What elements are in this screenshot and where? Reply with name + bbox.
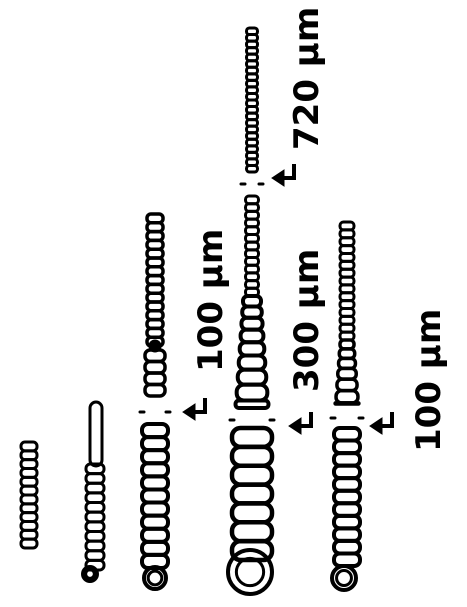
- cell: [229, 482, 275, 506]
- label-720um: 720 µm: [287, 7, 327, 150]
- filament-3-upper: [145, 212, 165, 348]
- filament-2-body: [84, 462, 106, 572]
- filament-5-upper: [338, 220, 356, 342]
- filament-5-taper: [333, 338, 361, 406]
- cell: [236, 353, 268, 372]
- filament-2-heterocyst: [81, 565, 99, 583]
- filament-5-heterocyst: [330, 564, 358, 592]
- filament-4-top: [245, 26, 259, 174]
- cell: [229, 501, 275, 525]
- cell: [143, 382, 167, 398]
- cell: [332, 551, 362, 568]
- filament-4-lower: [229, 425, 275, 563]
- cell: [229, 463, 275, 487]
- cell: [334, 388, 360, 405]
- filament-4-upper: [244, 194, 260, 298]
- cell: [229, 520, 275, 544]
- filament-1: [19, 440, 39, 550]
- filament-5-lower: [332, 426, 362, 568]
- filament-4-heterocyst: [226, 548, 274, 596]
- cell: [233, 398, 271, 411]
- filament-3-middle: [143, 348, 167, 398]
- arrow-300um: [288, 412, 313, 435]
- label-300um: 300 µm: [287, 249, 327, 392]
- filament-3-heterocyst: [142, 565, 168, 591]
- filament-2-tip: [88, 400, 104, 468]
- arrow-720um: [271, 164, 296, 187]
- filament-4-taper: [233, 294, 271, 411]
- arrow-100um-first: [182, 398, 207, 421]
- cell: [19, 537, 39, 550]
- label-100um-second: 100 µm: [409, 309, 449, 452]
- arrow-100um-second: [369, 412, 394, 435]
- cell: [229, 444, 275, 468]
- label-100um-first: 100 µm: [191, 229, 231, 372]
- filament-3-lower: [140, 422, 170, 571]
- cell: [234, 382, 270, 403]
- cell: [333, 401, 361, 406]
- cell: [245, 163, 259, 174]
- cell: [235, 367, 269, 387]
- cell: [229, 425, 275, 450]
